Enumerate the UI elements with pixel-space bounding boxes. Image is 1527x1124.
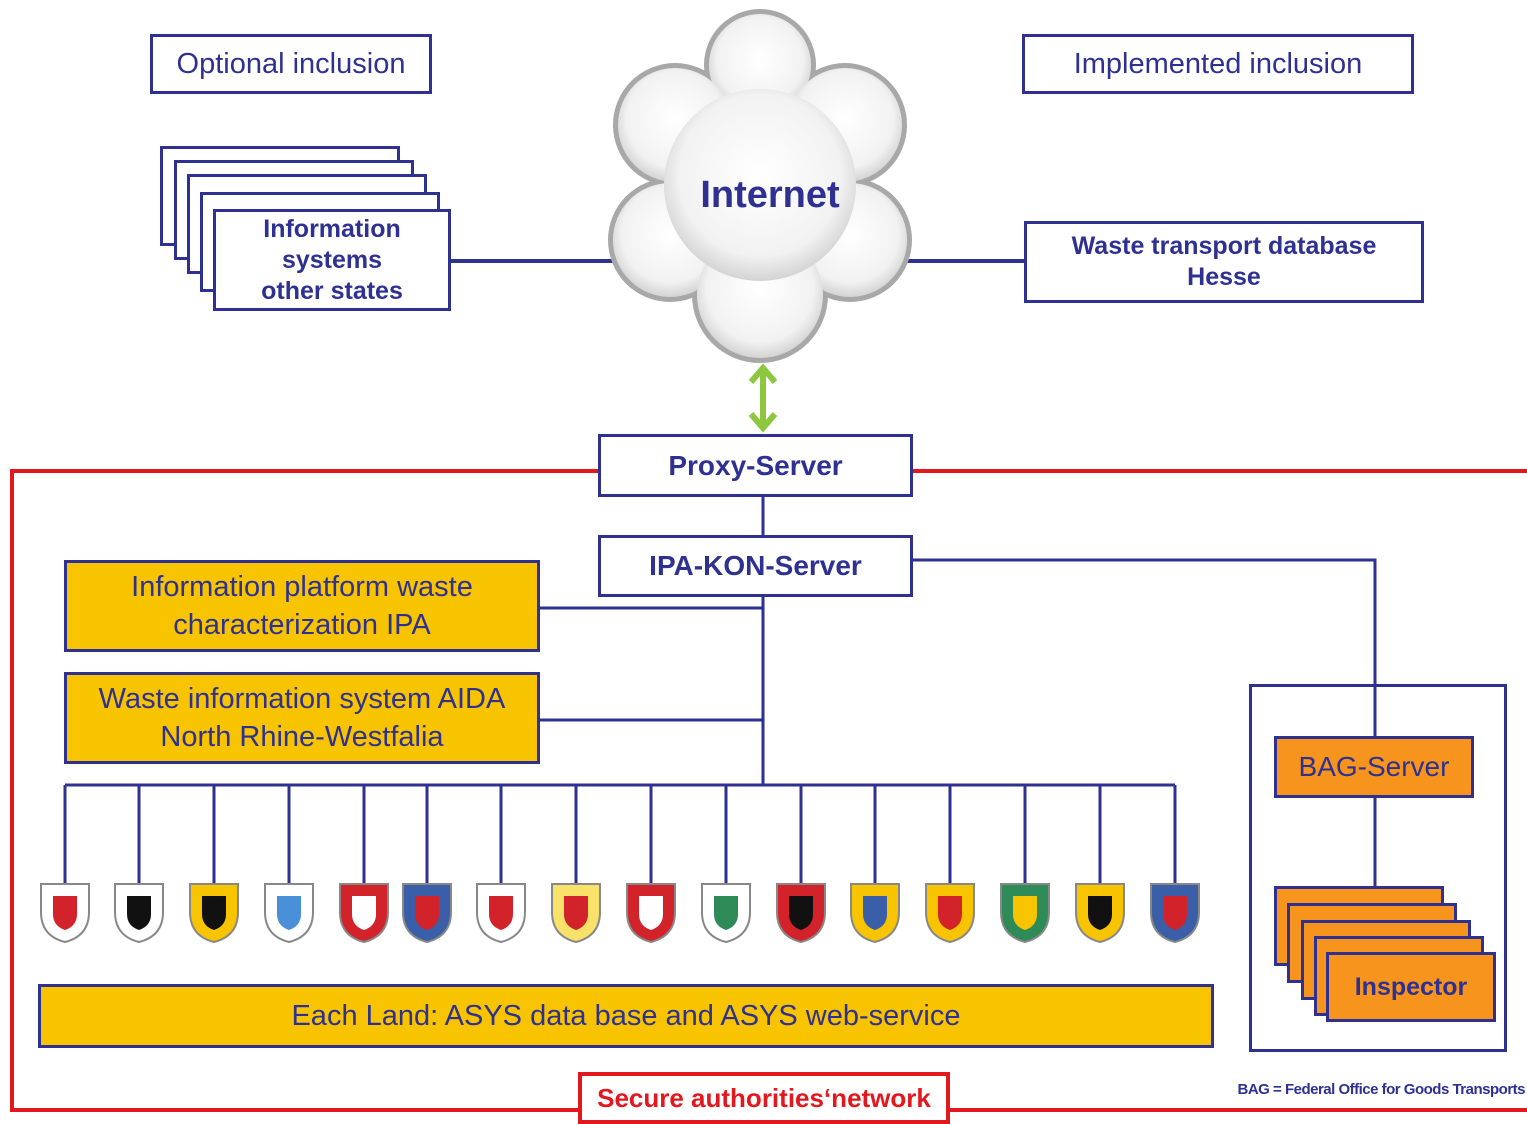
hamburg-crest: [476, 883, 526, 944]
inspector-box: Inspector: [1326, 952, 1496, 1022]
ipa-platform-box: Information platform waste characterizat…: [64, 560, 540, 652]
bag-server-box: BAG-Server: [1274, 736, 1474, 798]
schleswig-holstein-crest: [850, 883, 900, 944]
saarland-crest: [925, 883, 975, 944]
saxony-anhalt-crest: [1075, 883, 1125, 944]
asys-database-box: Each Land: ASYS data base and ASYS web-s…: [38, 984, 1214, 1048]
bavaria-crest: [264, 883, 314, 944]
north-rhine-westphalia-crest: [701, 883, 751, 944]
internet-cloud: [608, 9, 912, 363]
footnote: BAG = Federal Office for Goods Transport…: [1237, 1080, 1526, 1098]
double-arrow-icon: [748, 363, 778, 433]
lower-saxony-crest: [626, 883, 676, 944]
hesse-database-box: Waste transport database Hesse: [1024, 221, 1424, 303]
secure-network-label: Secure authorities‘network: [578, 1072, 950, 1124]
baden-wuerttemberg-crest: [189, 883, 239, 944]
legend-optional: Optional inclusion: [150, 34, 432, 94]
proxy-server-box: Proxy-Server: [598, 434, 913, 497]
internet-label: Internet: [700, 173, 840, 216]
bremen-crest: [339, 883, 389, 944]
thuringia-crest: [1150, 883, 1200, 944]
saxony-crest: [1000, 883, 1050, 944]
mecklenburg-crest: [551, 883, 601, 944]
bag-container: [1249, 684, 1507, 1052]
other-states-box: Information systems other states: [213, 209, 451, 311]
brandenburg-crest: [40, 883, 90, 944]
aida-system-box: Waste information system AIDA North Rhin…: [64, 672, 540, 764]
ipa-kon-server-box: IPA-KON-Server: [598, 535, 913, 597]
hesse-crest: [402, 883, 452, 944]
berlin-crest: [114, 883, 164, 944]
rhineland-palatinate-crest: [776, 883, 826, 944]
legend-implemented: Implemented inclusion: [1022, 34, 1414, 94]
